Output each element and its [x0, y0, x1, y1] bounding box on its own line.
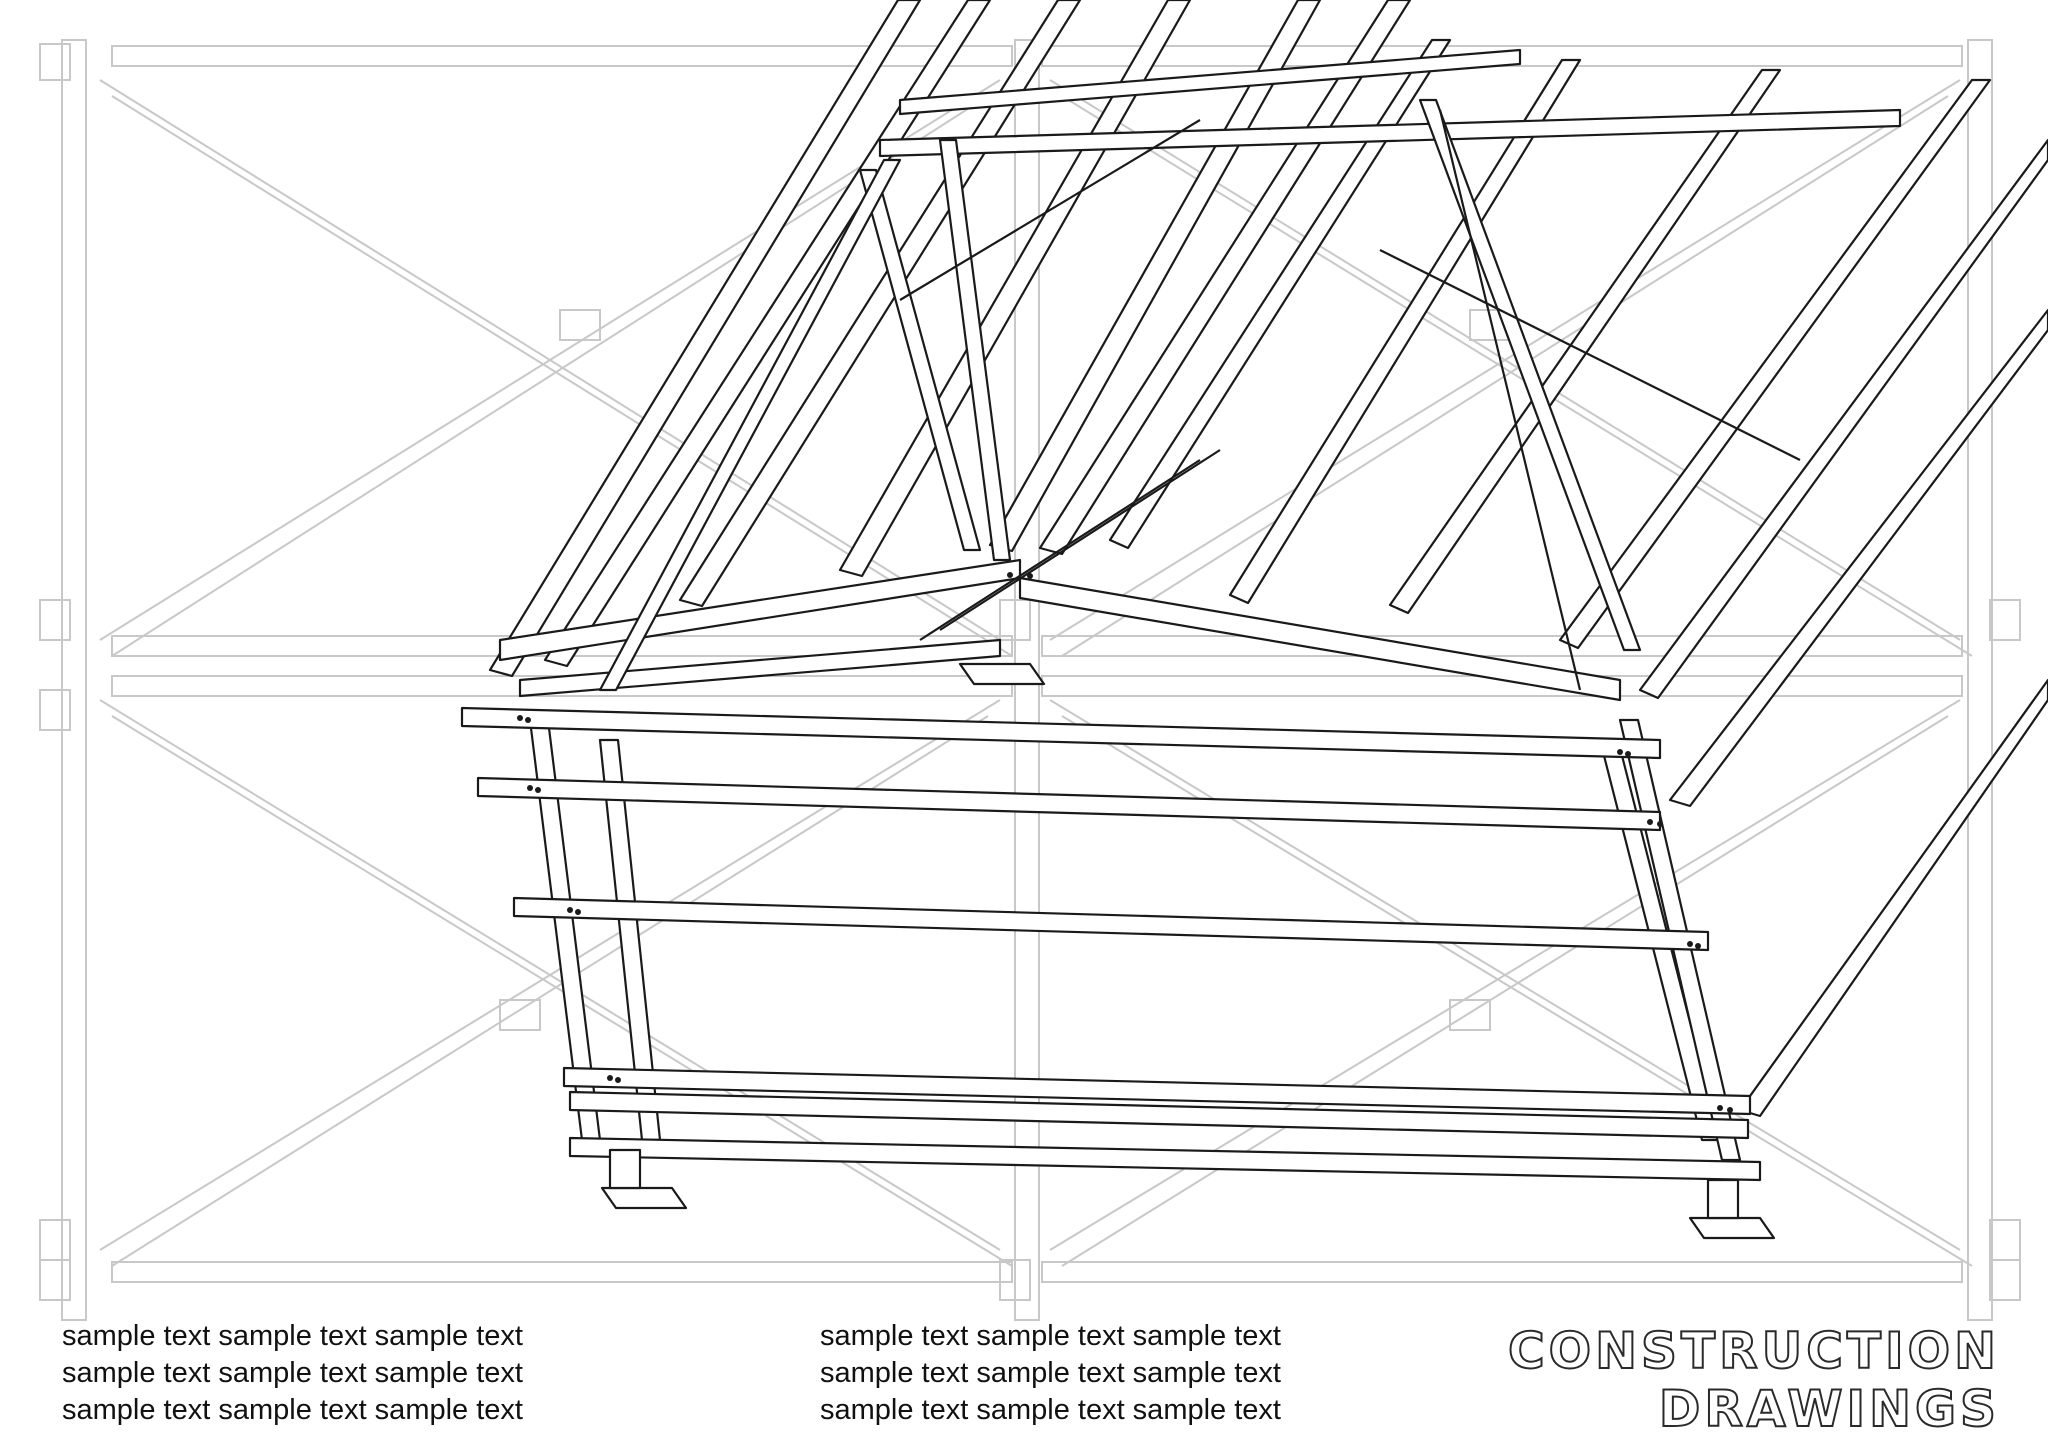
horizontal-girts — [460, 706, 1762, 1182]
internal-bracing — [899, 109, 1801, 691]
notes-right-line-3: sample text sample text sample text — [820, 1394, 1281, 1426]
beam-mid-right — [1041, 635, 1963, 657]
drawing-title: CONSTRUCTION DRAWINGS — [1507, 1321, 2000, 1439]
notes-right-line-1: sample text sample text sample text — [820, 1320, 1281, 1352]
base-plates — [600, 662, 1776, 1240]
background-elevation-frame — [39, 39, 2021, 1321]
beam-bottom-right — [1041, 1261, 1963, 1283]
title-line-2: DRAWINGS — [1658, 1379, 2000, 1439]
column-left — [61, 39, 87, 1321]
beam-bottom-left — [111, 1261, 1013, 1283]
notes-left-line-1: sample text sample text sample text — [62, 1320, 523, 1352]
title-line-1: CONSTRUCTION — [1507, 1321, 2000, 1381]
notes-left-line-2: sample text sample text sample text — [62, 1357, 523, 1389]
notes-left: sample text sample text sample text samp… — [62, 1318, 523, 1429]
notes-right: sample text sample text sample text samp… — [820, 1318, 1281, 1429]
beam-top-left — [111, 45, 1013, 67]
gusset-plates — [39, 43, 2021, 1301]
notes-right-line-2: sample text sample text sample text — [820, 1357, 1281, 1389]
column-right — [1967, 39, 1993, 1321]
notes-left-line-3: sample text sample text sample text — [62, 1394, 523, 1426]
bolts — [517, 572, 1733, 1113]
rafters-right — [1108, 38, 2048, 1118]
steel-frame — [460, 0, 2048, 1240]
eave-beams — [498, 48, 1902, 702]
